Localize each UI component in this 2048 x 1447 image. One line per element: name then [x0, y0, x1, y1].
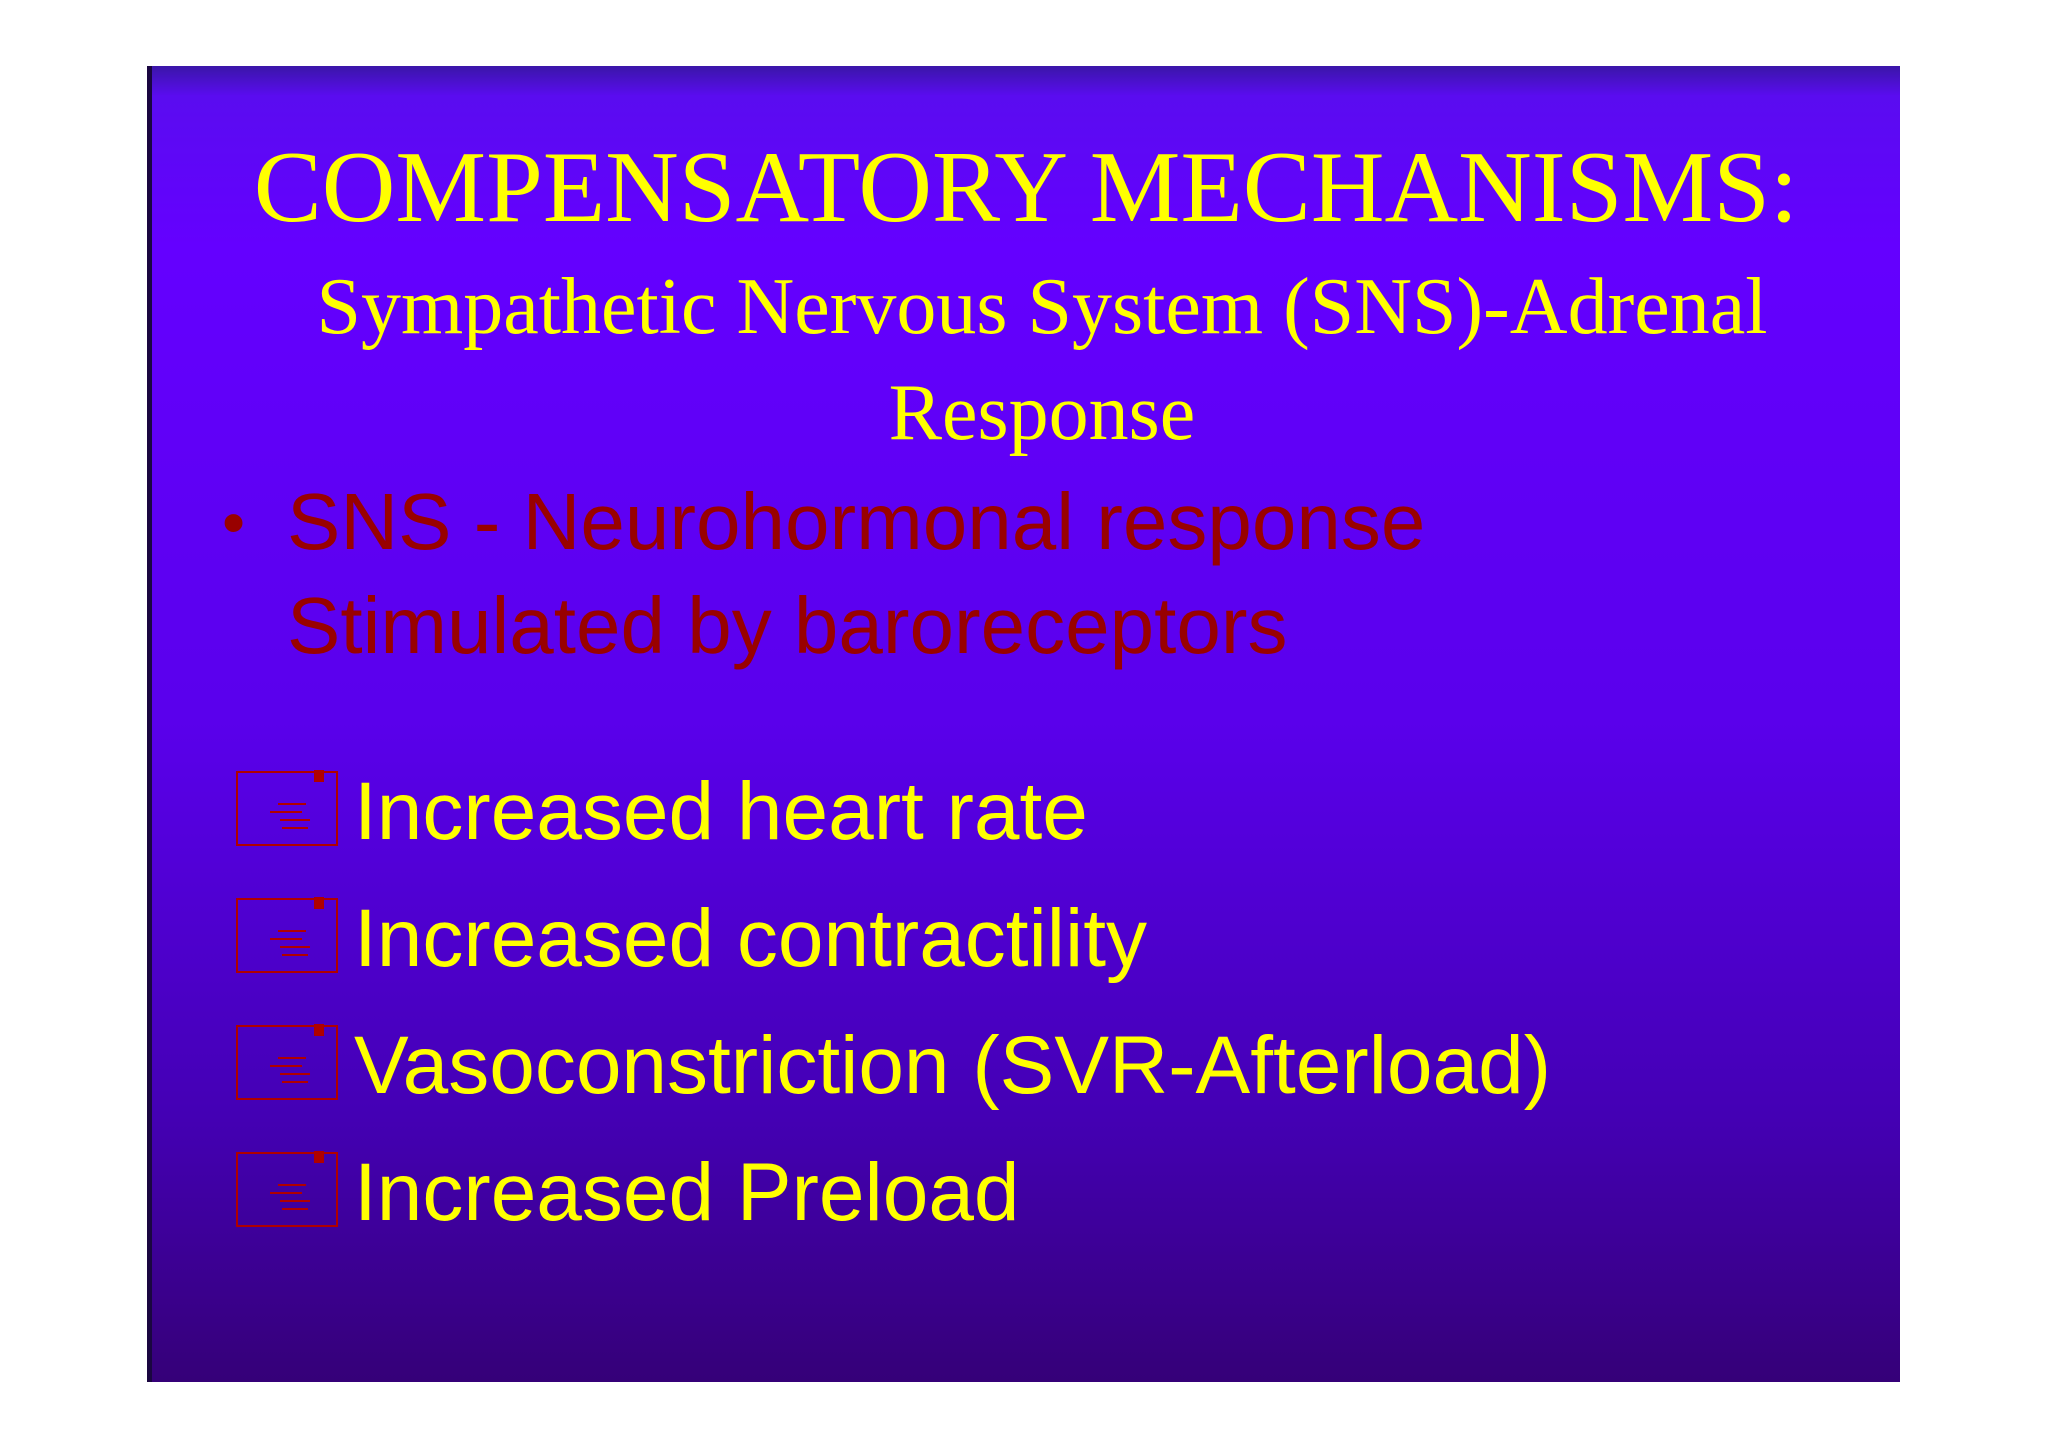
bullet-line-2: Stimulated by baroreceptors [287, 581, 1288, 670]
item-label: Vasoconstriction (SVR-Afterload) [354, 1020, 1552, 1111]
list-bullet-icon [236, 770, 338, 846]
list-bullet-icon [236, 1024, 338, 1100]
bullet-dot-icon: • [222, 485, 246, 559]
slide-subtitle: Sympathetic Nervous System (SNS)-Adrenal… [192, 254, 1892, 466]
slide-title: COMPENSATORY MECHANISMS: [253, 131, 1799, 244]
list-bullet-icon [236, 1151, 338, 1227]
bullet-line-1: SNS - Neurohormonal response [287, 477, 1426, 566]
slide: COMPENSATORY MECHANISMS: Sympathetic Ner… [147, 66, 1900, 1382]
subtitle-line-2: Response [888, 369, 1196, 457]
item-label: Increased Preload [354, 1147, 1020, 1238]
subtitle-line-1: Sympathetic Nervous System (SNS)-Adrenal [316, 263, 1768, 351]
item-label: Increased heart rate [354, 766, 1088, 857]
list-bullet-icon [236, 897, 338, 973]
item-label: Increased contractility [354, 893, 1148, 984]
